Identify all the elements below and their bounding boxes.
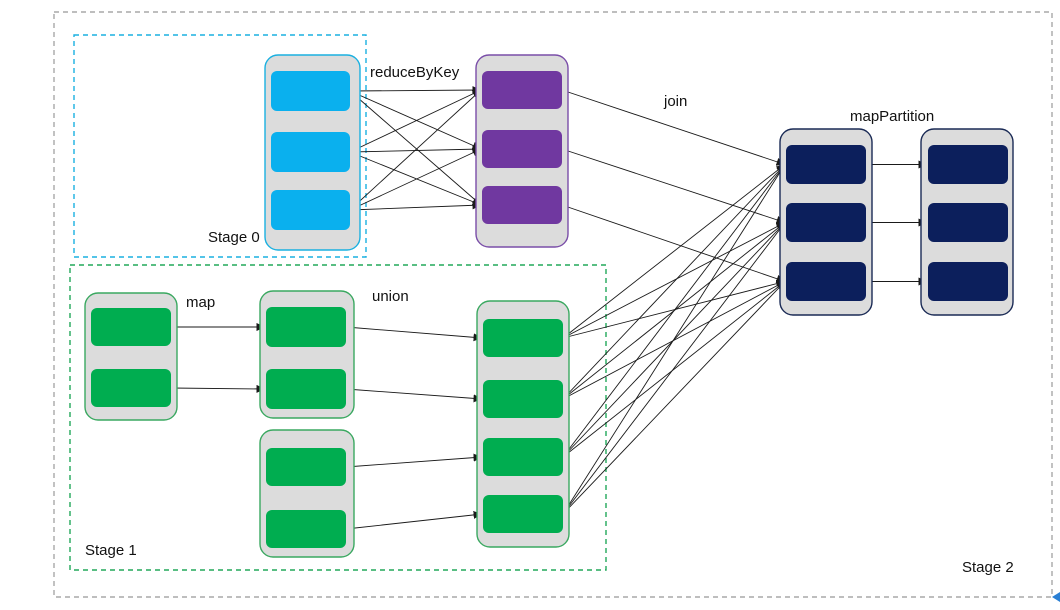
partition-c-1 <box>91 308 171 346</box>
stage-2-boundary <box>53 11 1053 598</box>
dependency-edges <box>170 86 928 530</box>
join-right-edge-1-3 <box>562 279 786 339</box>
partition-h-1 <box>928 145 1008 184</box>
partition-d-1 <box>266 307 346 347</box>
reducebykey-edge-1-2 <box>349 90 482 150</box>
reducebykey-edge-2-1 <box>349 89 482 153</box>
partition-a-2 <box>271 132 350 172</box>
mappartition-label: mapPartition <box>850 108 934 125</box>
join-right-edge-4-2 <box>562 222 786 515</box>
partition-e-1 <box>266 448 346 486</box>
map-label: map <box>186 294 215 311</box>
union-top-edge-2 <box>345 388 483 403</box>
reducebykey-edge-1-3 <box>349 90 482 206</box>
partition-g-3 <box>786 262 866 301</box>
reducebykey-edge-3-1 <box>349 89 482 211</box>
partition-f-1 <box>483 319 563 357</box>
stage-0-label: Stage 0 <box>208 229 260 246</box>
union-label: union <box>372 288 409 305</box>
partition-d-2 <box>266 369 346 409</box>
reducebykey-label: reduceByKey <box>370 64 460 81</box>
reducebykey-edge-2-3 <box>349 151 482 206</box>
partition-h-2 <box>928 203 1008 242</box>
join-left-edge-3 <box>561 204 786 283</box>
partition-a-1 <box>271 71 350 111</box>
join-left-edge-2 <box>561 148 786 224</box>
join-right-edge-3-1 <box>562 164 786 458</box>
partition-e-2 <box>266 510 346 548</box>
reducebykey-edge-3-2 <box>349 148 482 211</box>
join-right-edge-4-3 <box>562 281 786 515</box>
partition-a-3 <box>271 190 350 230</box>
stage-0-boundary <box>73 34 367 258</box>
partition-g-2 <box>786 203 866 242</box>
map-edge-2 <box>170 384 266 393</box>
join-left-edge-1 <box>561 89 786 166</box>
partition-b-1 <box>482 71 562 109</box>
join-right-edge-1-2 <box>562 222 786 339</box>
join-right-edge-3-3 <box>562 281 786 458</box>
partition-f-3 <box>483 438 563 476</box>
rdd-nodes <box>84 54 1014 558</box>
union-bottom-edge-1 <box>345 453 483 468</box>
partition-b-2 <box>482 130 562 168</box>
stage-1-label: Stage 1 <box>85 542 137 559</box>
partition-f-4 <box>483 495 563 533</box>
rdd-f <box>476 300 570 548</box>
reducebykey-edge-1-1 <box>349 86 482 95</box>
partition-f-2 <box>483 380 563 418</box>
stage-1-boundary <box>69 264 607 571</box>
partition-g-1 <box>786 145 866 184</box>
union-top-edge-1 <box>345 326 483 342</box>
join-label: join <box>663 93 687 110</box>
partition-h-3 <box>928 262 1008 301</box>
corner-marker-icon <box>1052 592 1060 602</box>
partition-b-3 <box>482 186 562 224</box>
reducebykey-edge-3-3 <box>349 201 482 211</box>
join-right-edge-2-1 <box>562 164 786 400</box>
join-right-edge-4-1 <box>562 164 786 515</box>
partition-c-2 <box>91 369 171 407</box>
join-right-edge-1-1 <box>562 164 786 339</box>
union-bottom-edge-2 <box>345 510 483 530</box>
stage-2-label: Stage 2 <box>962 559 1014 576</box>
